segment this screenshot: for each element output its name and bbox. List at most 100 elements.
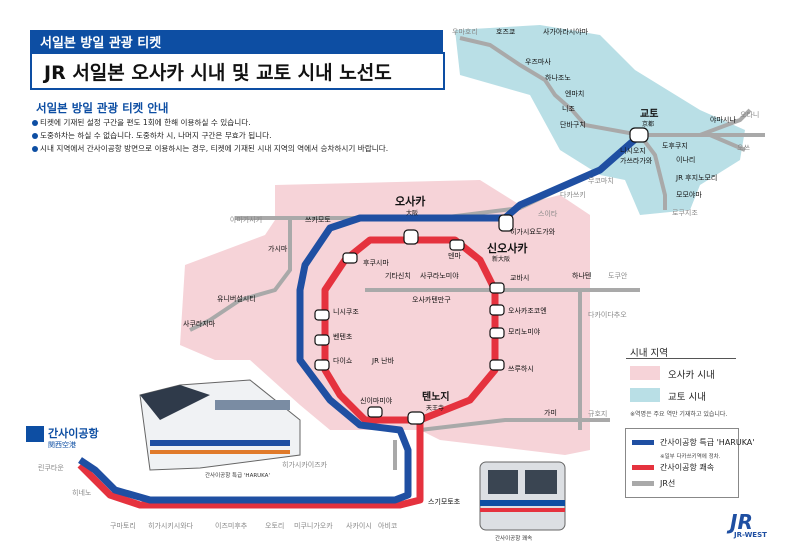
header-band — [30, 30, 443, 52]
rapid-line — [77, 236, 499, 509]
station-label-sugimotocho: 스기모토초 — [428, 497, 461, 506]
station-label-takaida: 다카이다추오 — [588, 310, 627, 319]
rapid-to-airport — [77, 420, 424, 509]
info-line-3: 시내 지역에서 간사이공항 방면으로 이용하시는 경우, 티켓에 기재된 시내 … — [32, 143, 388, 154]
station-label-kyoto-ja: 京都 — [642, 120, 654, 128]
station-marker-bentencho — [314, 334, 330, 346]
station-marker-kyoto — [629, 127, 649, 143]
airplane-icon — [26, 426, 44, 442]
station-marker-osakajokoen — [489, 304, 505, 316]
station-label-uzumasa: 우즈마사 — [525, 57, 551, 66]
jr-logo: JR — [730, 510, 753, 534]
station-label-osakatemmangu: 오사카텐만구 — [412, 295, 451, 304]
station-label-hineno: 히네노 — [72, 488, 92, 497]
station-label-hanaten: 하나텐 — [572, 271, 591, 280]
station-label-katsuragawa: 가쓰라가와 — [620, 156, 653, 165]
legend-line-box — [625, 428, 739, 498]
station-markers — [314, 127, 649, 425]
station-label-amagasaki: 아마가사키 — [230, 215, 262, 224]
station-label-kumatori: 구마토리 — [110, 521, 136, 530]
station-label-mukomachi: 무코마치 — [588, 176, 614, 185]
station-labels: 오사카 大阪 신오사카 新大阪 텐노지 天王寺 교토 京都 후쿠시마 니시쿠조 … — [38, 27, 759, 530]
station-marker-morinomiya — [489, 327, 505, 339]
info-title: 서일본 방일 관광 티켓 안내 — [36, 101, 169, 115]
station-label-tofukuji: 도후쿠지 — [662, 141, 688, 150]
page-title: JR 서일본 오사카 시내 및 교토 시내 노선도 — [44, 62, 392, 84]
station-label-rokujizo: 로쿠지조 — [672, 208, 698, 217]
legend-rapid-label: 간사이공항 쾌속 — [660, 463, 715, 472]
legend-osaka-label: 오사카 시내 — [668, 370, 715, 381]
station-label-mikunigaoka: 미쿠니가오카 — [294, 521, 333, 530]
legend-kyoto-label: 교토 시내 — [668, 392, 706, 403]
station-label-taisho: 다이쇼 — [333, 356, 353, 365]
station-label-tsuruhashi: 쓰루하시 — [508, 364, 534, 373]
info-line-text: 도중하차는 하실 수 없습니다. 도중하차 시, 나머지 구간은 무효가 됩니다… — [40, 131, 272, 140]
station-label-sakurajima: 사쿠라지마 — [183, 319, 216, 328]
rapid-route — [321, 236, 499, 424]
station-marker-osaka — [403, 229, 419, 245]
station-label-tokuan: 도쿠안 — [608, 271, 628, 280]
legend-note: ※역명은 주요 역만 기재하고 있습니다. — [630, 411, 728, 418]
legend-rapid-line — [632, 465, 654, 470]
station-label-osakajokoen: 오사카조코엔 — [508, 306, 547, 315]
station-label-fukushima: 후쿠시마 — [363, 258, 389, 267]
legend-osaka-swatch — [630, 366, 660, 380]
station-label-kashima: 가시마 — [268, 244, 288, 253]
haruka-train-caption: 간사이공항 특급 'HARUKA' — [205, 473, 270, 479]
rapid-train-illustration — [479, 461, 566, 531]
station-label-saga-arashiyama: 사가아라시야마 — [543, 27, 589, 36]
legend-divider — [626, 358, 736, 359]
station-label-tennoji-ja: 天王寺 — [426, 404, 444, 412]
legend-jr-label: JR선 — [660, 479, 676, 488]
station-label-kitashinchi: 기타신치 — [385, 271, 411, 280]
station-label-osaka: 오사카 — [395, 194, 425, 208]
station-label-nishikujo: 니시쿠조 — [333, 307, 359, 316]
station-label-sakuranomiya: 사쿠라노미야 — [420, 271, 459, 280]
station-label-kyoto: 교토 — [640, 108, 658, 120]
osaka-city-zone — [180, 180, 590, 455]
station-label-rinku-town: 린쿠타운 — [38, 463, 64, 472]
station-label-sakaishi: 사카이시 — [346, 521, 372, 530]
station-label-hanazono: 하나조노 — [545, 73, 571, 82]
jr-line-yumesaki — [189, 298, 242, 332]
bullet-icon — [32, 146, 38, 152]
info-line-2: 도중하차는 하실 수 없습니다. 도중하차 시, 나머지 구간은 무효가 됩니다… — [32, 130, 272, 141]
station-label-jr-namba: JR 난바 — [371, 356, 395, 365]
station-label-kyobashi: 교바시 — [510, 273, 529, 282]
station-label-otsu: 오쓰 — [737, 144, 750, 152]
legend-jr-line — [632, 481, 654, 486]
station-label-universal: 유니버설시티 — [217, 294, 256, 303]
station-marker-kyobashi — [489, 282, 505, 294]
station-label-suita: 스이타 — [538, 209, 558, 218]
station-label-inari: 이나리 — [676, 155, 695, 164]
station-label-otani: 오타니 — [740, 110, 759, 119]
jr-line-kosei — [709, 133, 746, 152]
jr-line-biwako — [699, 108, 752, 137]
station-marker-temma — [449, 239, 465, 251]
station-label-tsukamoto: 쓰카모토 — [305, 215, 331, 224]
kyoto-city-zone — [455, 25, 745, 215]
station-label-jr-fujinomori: JR 후지노모리 — [675, 173, 717, 182]
station-label-higashiyodogawa: 히가시요도가와 — [510, 227, 556, 236]
station-marker-tennoji — [407, 411, 425, 425]
legend-haruka-label: 간사이공항 특급 'HARUKA' — [660, 438, 755, 447]
airport-name: 간사이공항 — [48, 427, 99, 440]
station-label-shin-imamiya: 신이마미야 — [360, 396, 393, 405]
jr-line-nara — [638, 133, 667, 210]
station-label-momoyama: 모모야마 — [676, 190, 702, 199]
station-label-otori: 오토리 — [265, 521, 284, 530]
header-subtitle: 서일본 방일 관광 티켓 — [40, 36, 162, 51]
jr-line-yamatoji — [419, 418, 610, 432]
legend-haruka-line — [632, 440, 654, 445]
legend-kyoto-swatch — [630, 388, 660, 402]
info-line-1: 티켓에 기재된 설정 구간을 편도 1회에 한해 이용하실 수 있습니다. — [32, 117, 251, 128]
station-marker-tsuruhashi — [489, 359, 505, 371]
station-label-kyuhoji: 규호지 — [588, 409, 607, 418]
airport-name-ja: 関西空港 — [48, 441, 76, 449]
station-marker-shin-osaka — [498, 214, 514, 232]
station-label-shin-osaka: 신오사카 — [487, 241, 527, 255]
station-marker-shin-imamiya — [367, 406, 383, 418]
station-marker-nishikujo — [314, 309, 330, 321]
station-marker-fukushima — [342, 252, 358, 264]
